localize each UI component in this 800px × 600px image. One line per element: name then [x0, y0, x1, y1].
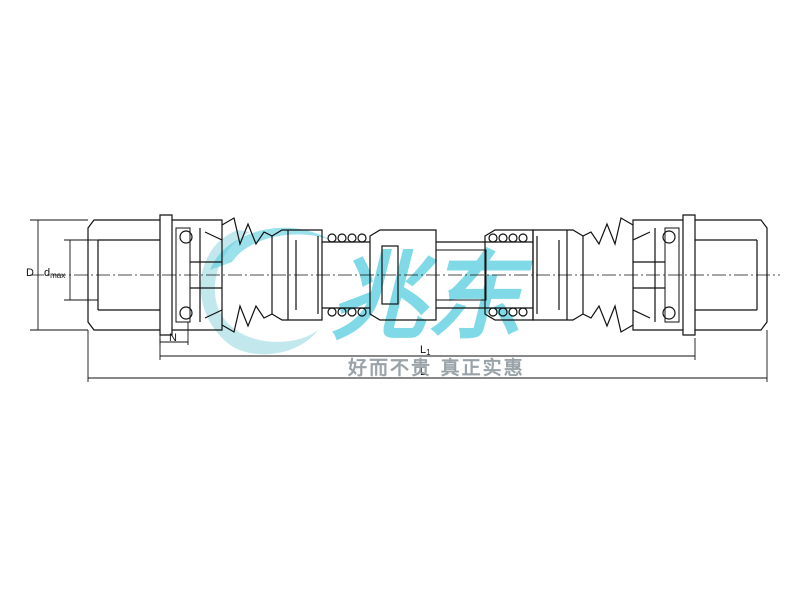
label-L: L — [420, 366, 426, 378]
label-L1: L1 — [420, 344, 431, 357]
dimensions — [30, 219, 768, 382]
label-dmax-main: d — [44, 267, 50, 279]
label-N: N — [169, 332, 177, 344]
watermark-logo: 兆东 — [200, 227, 533, 355]
telescopic-shaft — [369, 229, 534, 321]
watermark-logo-text: 兆东 — [330, 241, 533, 353]
label-D: D — [26, 267, 34, 279]
label-L1-main: L — [420, 344, 426, 356]
label-L1-sub: 1 — [426, 348, 431, 357]
label-dmax-sub: max — [50, 271, 65, 280]
label-dmax: dmax — [44, 267, 65, 280]
watermark-slogan: 好而不贵 真正实惠 — [347, 356, 525, 379]
